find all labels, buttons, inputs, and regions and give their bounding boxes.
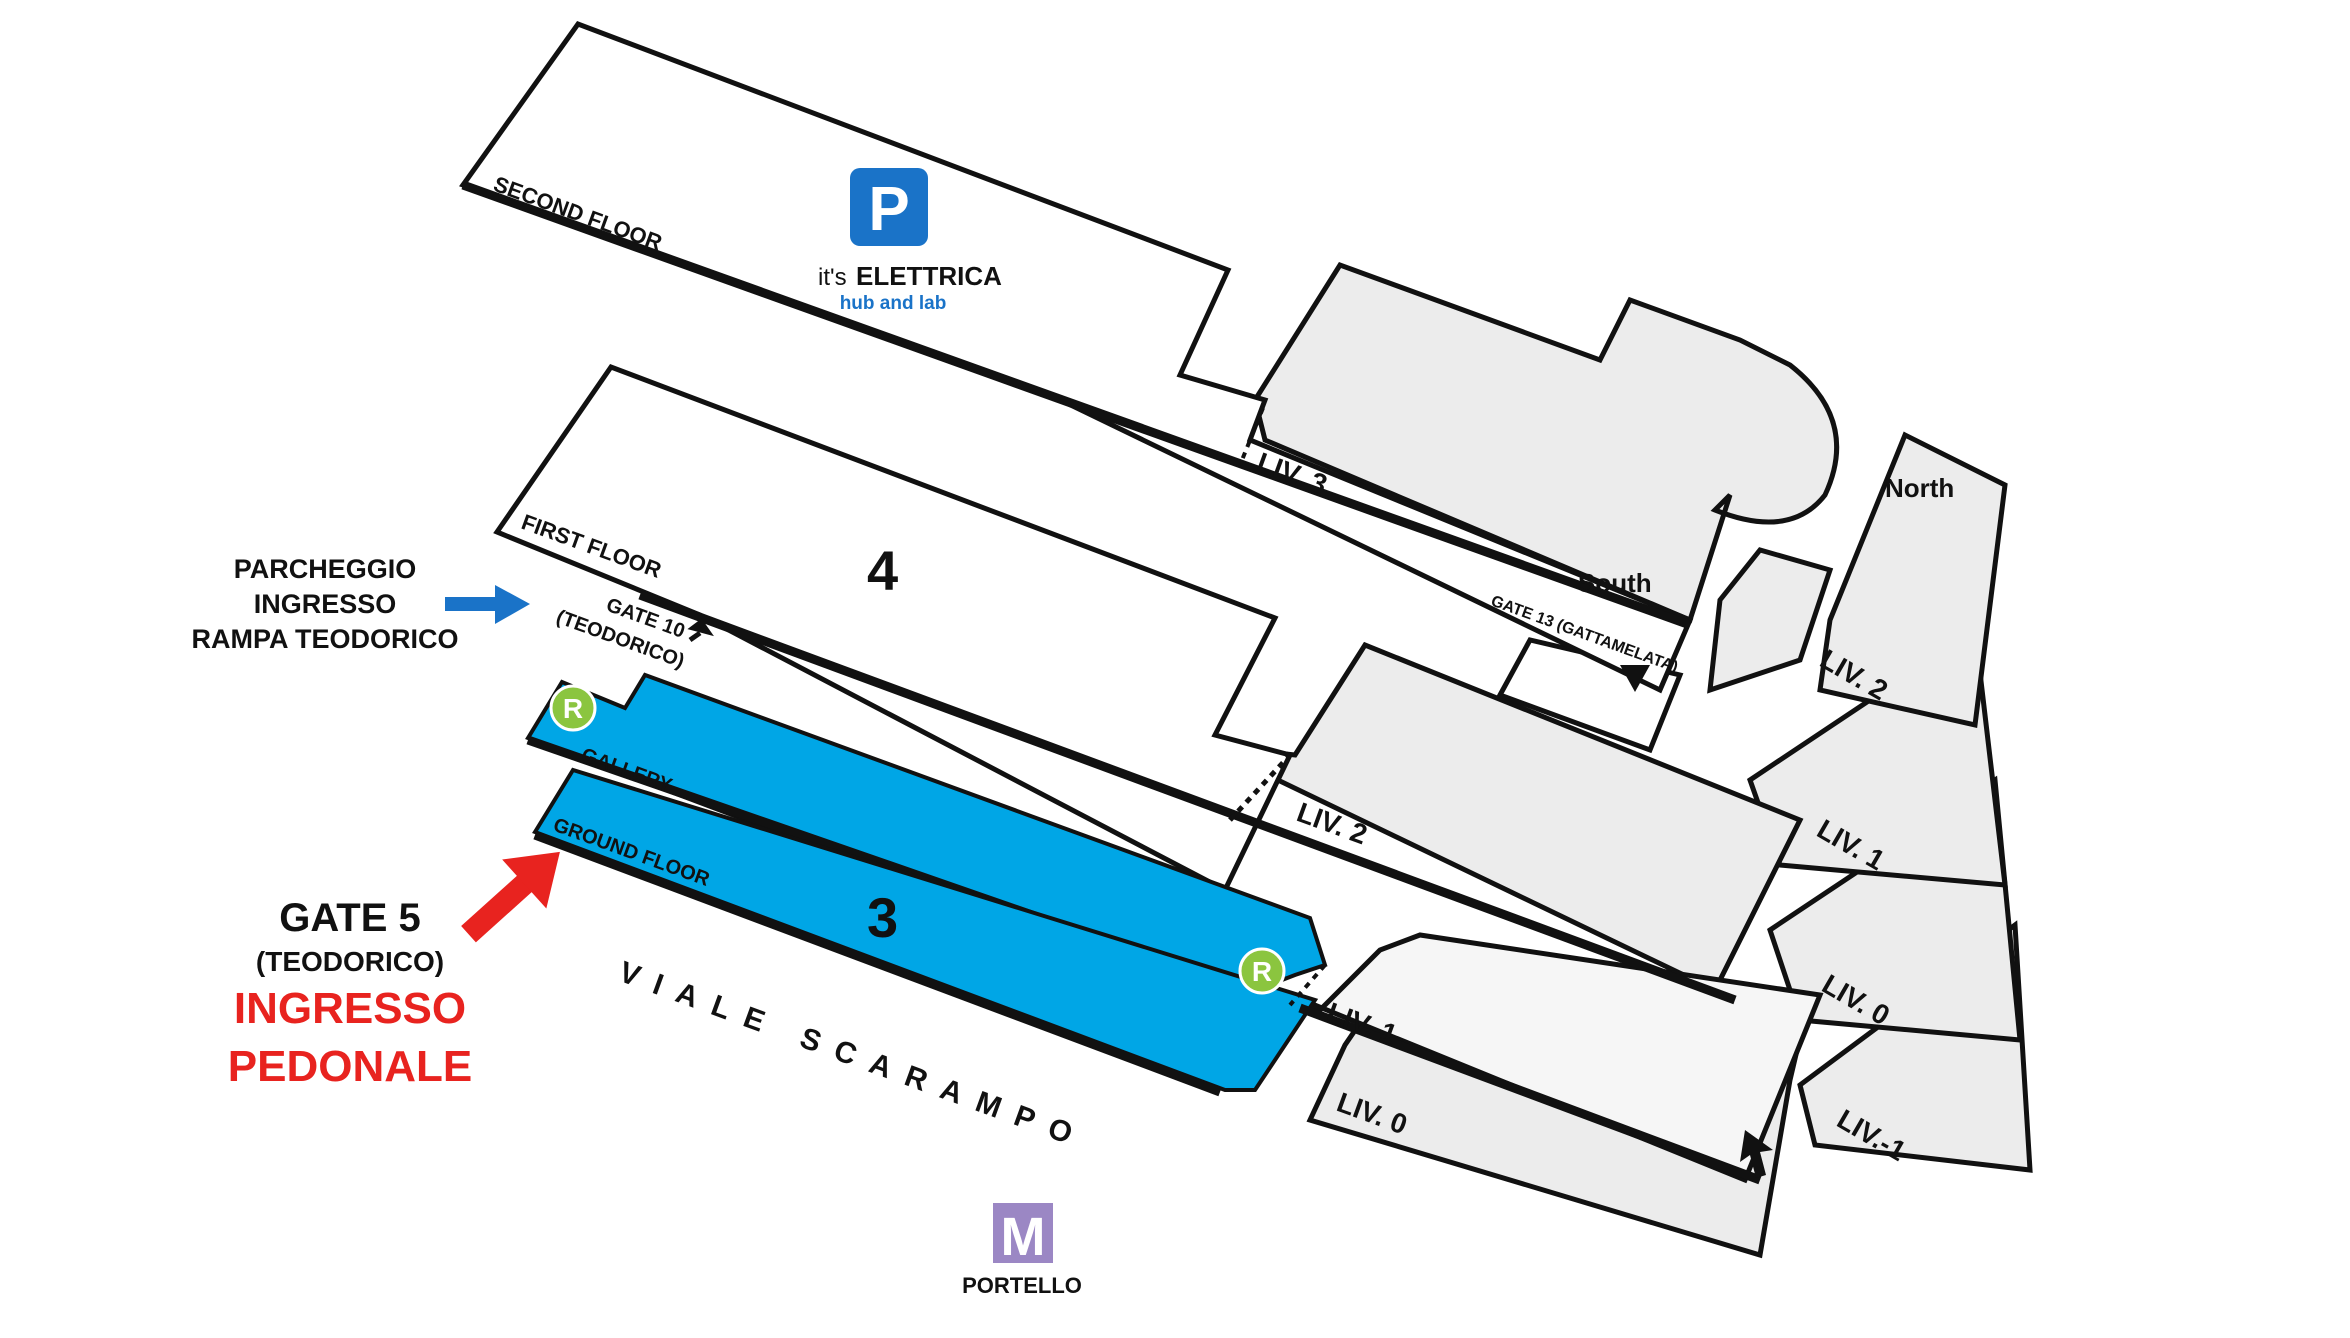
gate5-title: GATE 5 — [279, 896, 421, 940]
south-label: South — [1578, 568, 1652, 598]
garage-middle-wall — [1707, 547, 1834, 694]
ground-floor-edge — [533, 830, 1222, 1097]
restaurant-icon-gallery: R — [549, 684, 597, 732]
pedestrian-entry-line-1: INGRESSO — [233, 984, 467, 1034]
metro-icon: M — [993, 1203, 1053, 1267]
gate5-label: GATE 5 (TEODORICO) INGRESSO PEDONALE — [200, 892, 500, 1095]
svg-text:R: R — [563, 693, 583, 724]
metro-station-label: PORTELLO — [962, 1273, 1082, 1298]
pedestrian-entry-line-2: PEDONALE — [227, 1041, 473, 1091]
parking-icon — [850, 168, 928, 246]
parking-arrow-icon — [445, 585, 530, 624]
parking-line-3: RAMPA TEODORICO — [191, 624, 459, 655]
gate5-subtitle: (TEODORICO) — [255, 946, 445, 977]
parking-line-1: PARCHEGGIO — [233, 554, 417, 584]
restaurant-icon-liv1: R — [1238, 947, 1286, 995]
second-floor-edge — [461, 180, 1692, 630]
pavilion-3-number: 3 — [867, 886, 898, 949]
brand-prefix: it's — [818, 264, 847, 291]
parking-sign: P it's ELETTRICA hub and lab — [818, 168, 1002, 314]
liv3-dash — [1238, 407, 1265, 466]
parking-entrance-label: PARCHEGGIO INGRESSO RAMPA TEODORICO — [170, 552, 480, 657]
gate13-arrow-icon — [1620, 665, 1650, 692]
svg-text:R: R — [1252, 956, 1272, 987]
garage-north-liv2 — [1817, 431, 2008, 729]
gate5-arrow-icon — [461, 851, 560, 943]
brand-name: ELETTRICA — [856, 261, 1002, 291]
first-floor-edge — [638, 590, 1737, 1005]
garage-liv3 — [1252, 261, 1840, 624]
gate10-arrow-icon — [687, 618, 714, 643]
svg-text:P: P — [868, 175, 909, 244]
gallery-to-liv1 — [1298, 1003, 1762, 1185]
parking-garage — [1203, 261, 2033, 1259]
parking-line-2: INGRESSO — [253, 589, 397, 620]
first-floor-edge-2 — [1228, 753, 1292, 822]
pavilion-4-number: 4 — [867, 539, 898, 602]
liv0-entry-arrow-icon — [1740, 1130, 1773, 1178]
north-label: North — [1885, 473, 1954, 503]
svg-text:M: M — [1001, 1207, 1046, 1267]
liv1-dash — [1288, 963, 1327, 1007]
brand-tagline: hub and lab — [840, 293, 947, 314]
